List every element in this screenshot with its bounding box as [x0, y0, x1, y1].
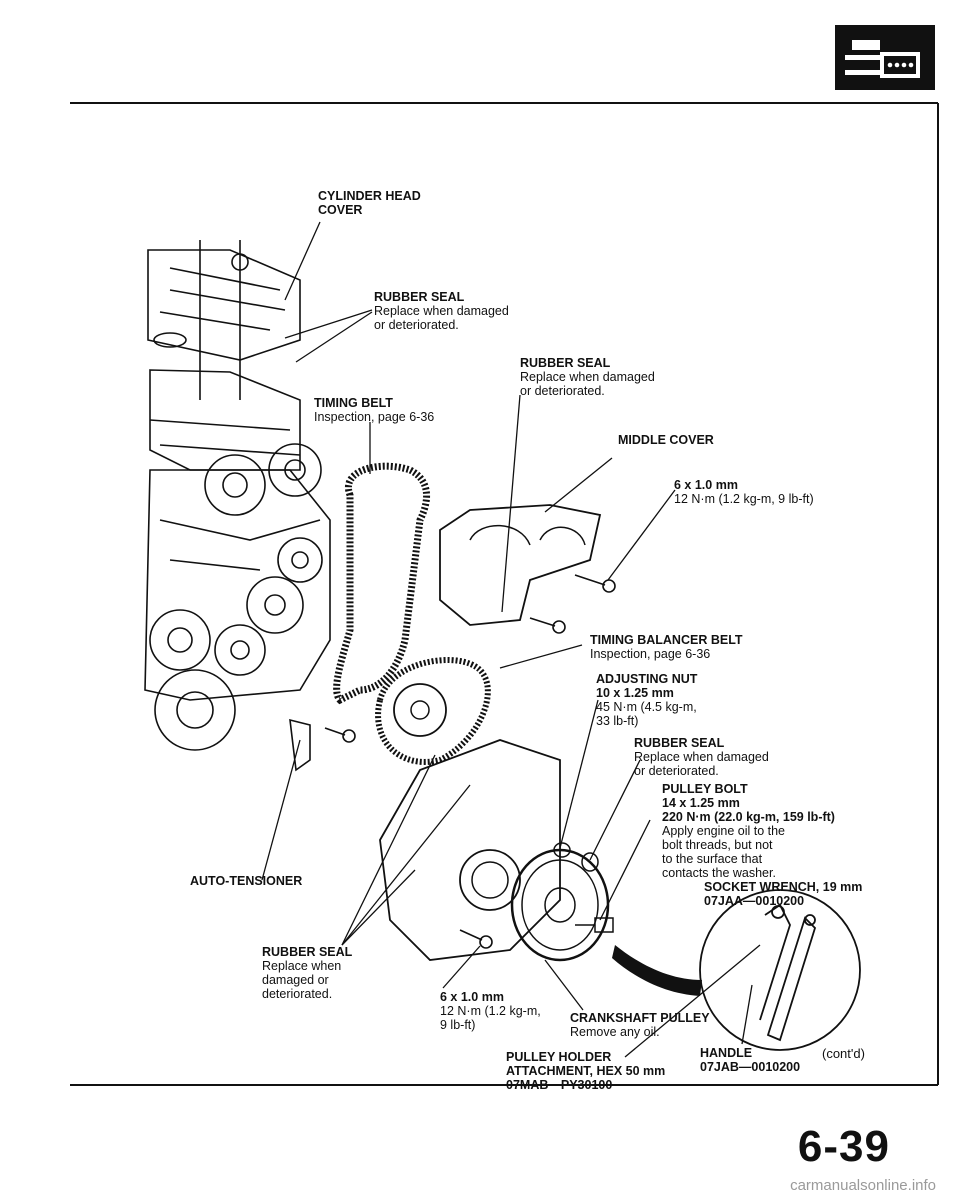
label-cylinder-head-cover: CYLINDER HEAD COVER: [318, 189, 421, 217]
engine-section-icon: [835, 25, 935, 90]
engine-block-drawing: [144, 240, 331, 751]
continued-note: (cont'd): [822, 1046, 865, 1061]
label-pulley-holder: PULLEY HOLDER ATTACHMENT, HEX 50 mm 07MA…: [506, 1050, 666, 1092]
label-bolt-6x1-lower: 6 x 1.0 mm 12 N·m (1.2 kg-m, 9 lb-ft): [440, 990, 541, 1032]
label-pulley-bolt: PULLEY BOLT 14 x 1.25 mm 220 N·m (22.0 k…: [662, 782, 835, 880]
label-rubber-seal-mid: RUBBER SEAL Replace when damaged or dete…: [520, 356, 655, 398]
label-adjusting-nut: ADJUSTING NUT 10 x 1.25 mm 45 N·m (4.5 k…: [596, 672, 698, 728]
label-handle: HANDLE 07JAB—0010200: [700, 1046, 801, 1074]
label-timing-balancer-belt: TIMING BALANCER BELT Inspection, page 6-…: [590, 633, 743, 661]
label-rubber-seal-top: RUBBER SEAL Replace when damaged or dete…: [374, 290, 509, 332]
label-crankshaft-pulley: CRANKSHAFT PULLEY Remove any oil.: [570, 1011, 710, 1039]
label-timing-belt: TIMING BELT Inspection, page 6-36: [314, 396, 435, 424]
label-socket-wrench: SOCKET WRENCH, 19 mm 07JAA—0010200: [704, 880, 863, 908]
label-rubber-seal-low: RUBBER SEAL Replace when damaged or dete…: [262, 945, 353, 1001]
page-number: 6-39: [797, 1122, 890, 1171]
label-rubber-seal-right: RUBBER SEAL Replace when damaged or dete…: [634, 736, 769, 778]
watermark: carmanualsonline.info: [790, 1177, 936, 1194]
label-middle-cover: MIDDLE COVER: [618, 433, 714, 447]
label-bolt-6x1-upper: 6 x 1.0 mm 12 N·m (1.2 kg-m, 9 lb-ft): [674, 478, 814, 506]
label-auto-tensioner: AUTO-TENSIONER: [190, 874, 303, 888]
